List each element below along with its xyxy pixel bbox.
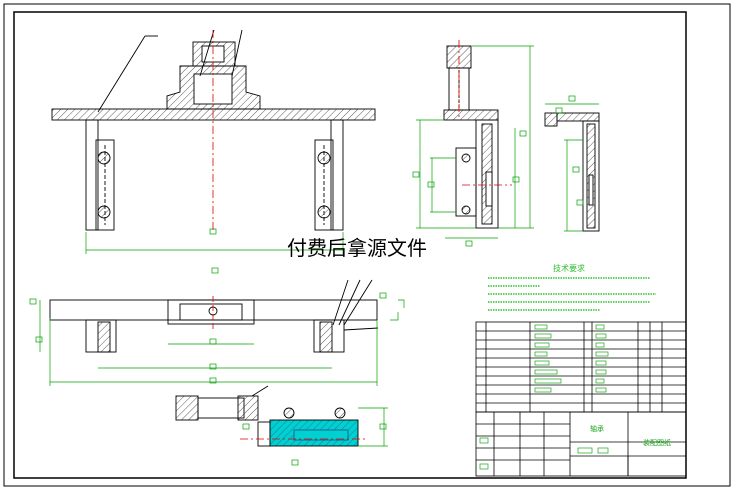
front-view bbox=[51, 29, 376, 231]
detail-part bbox=[544, 112, 600, 232]
top-view bbox=[49, 279, 379, 353]
watermark-text: 付费后拿源文件 bbox=[287, 236, 427, 260]
title-block-name: 轴承 bbox=[590, 425, 604, 433]
inner-border bbox=[13, 11, 687, 479]
tech-requirements-title: 技术要求 bbox=[553, 264, 585, 273]
outer-border bbox=[3, 3, 731, 487]
title-block-drawing: 装配图纸 bbox=[643, 439, 671, 447]
section-view bbox=[175, 385, 359, 447]
side-view bbox=[443, 45, 499, 229]
tech-notes bbox=[488, 277, 656, 311]
title-block bbox=[475, 321, 687, 477]
